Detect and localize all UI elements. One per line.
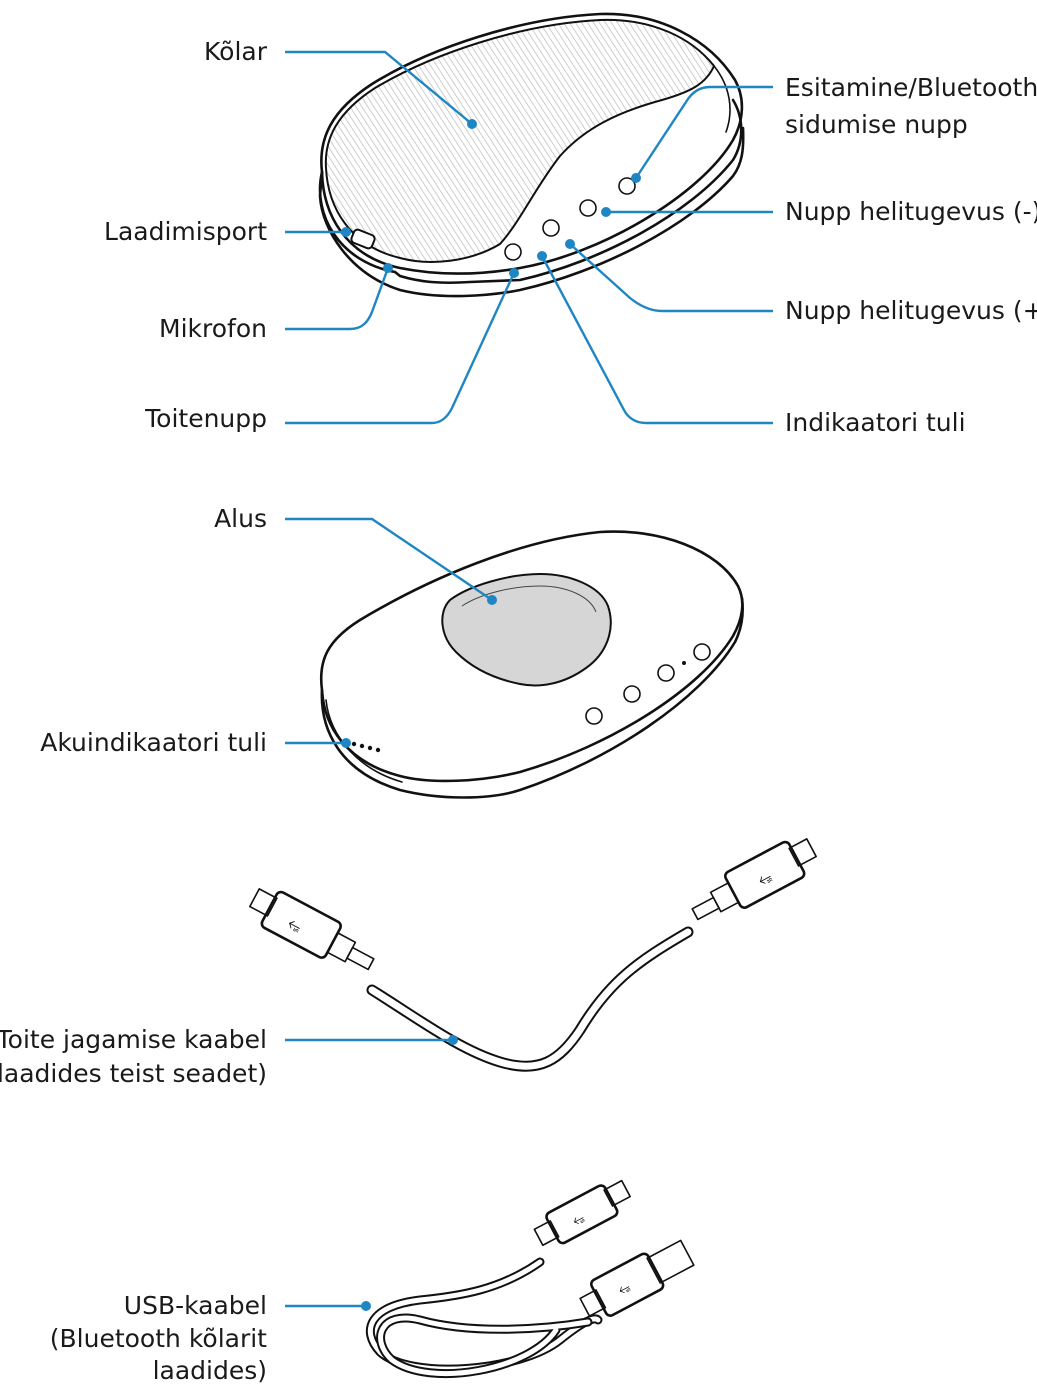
label-volume-down: Nupp helitugevus (-) [785,197,1037,226]
usb-cable-illustration: ⭂ ⭂ [285,1179,695,1379]
battery-leds [351,741,381,753]
label-volume-up: Nupp helitugevus (+) [785,296,1037,325]
label-power-button: Toitenupp [145,404,267,433]
speaker-illustration [285,12,773,425]
label-battery-indicator: Akuindikaatori tuli [40,728,267,757]
speaker-buttons [504,177,636,261]
label-play-pair-line2: sidumise nupp [785,110,968,139]
label-play-pair-line1: Esitamine/Bluetoothi [785,73,1037,102]
label-power-share-cable-line2: (laadides teist seadet) [0,1059,267,1088]
label-usb-cable-line2: (Bluetooth kõlarit [49,1324,267,1353]
svg-text:⭂: ⭂ [616,1279,633,1298]
label-microphone: Mikrofon [159,314,267,343]
svg-text:⭂: ⭂ [754,866,774,889]
label-usb-cable-line1: USB-kaabel [123,1291,267,1320]
label-indicator-light: Indikaatori tuli [785,408,966,437]
label-charging-port: Laadimisport [104,217,267,246]
power-share-cable-illustration: ⭂ ⭂ [249,838,817,1072]
label-usb-cable-line3: laadides) [152,1356,267,1385]
label-power-share-cable-line1: Toite jagamise kaabel [0,1025,267,1054]
base-buttons [585,643,711,725]
base-illustration [285,517,745,799]
svg-text:⭂: ⭂ [285,913,305,936]
label-speaker: Kõlar [204,37,267,66]
label-base: Alus [214,504,267,533]
svg-text:⭂: ⭂ [570,1210,587,1229]
